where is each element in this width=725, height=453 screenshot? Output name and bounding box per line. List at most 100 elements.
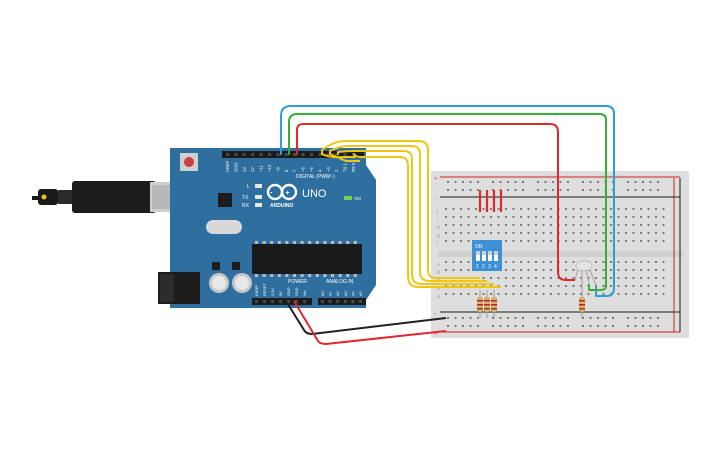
breadboard-hole[interactable] (632, 216, 635, 218)
analog-pin[interactable] (336, 300, 340, 303)
wire-yellow-crossover[interactable] (321, 153, 360, 162)
rail-hole[interactable] (514, 181, 517, 183)
breadboard-hole[interactable] (617, 232, 620, 234)
reset-button[interactable] (184, 157, 194, 167)
wire-green[interactable] (288, 113, 607, 291)
breadboard-hole[interactable] (460, 293, 462, 295)
rail-hole[interactable] (447, 317, 449, 319)
rail-hole[interactable] (649, 317, 652, 319)
digital-pin[interactable] (234, 153, 238, 156)
analog-pin[interactable] (328, 300, 332, 303)
wire-yellow[interactable] (329, 145, 487, 282)
breadboard-hole[interactable] (565, 216, 567, 218)
rail-hole[interactable] (612, 325, 614, 327)
breadboard-hole[interactable] (475, 224, 477, 226)
rail-hole[interactable] (567, 189, 569, 191)
rail-hole[interactable] (559, 317, 562, 319)
breadboard-hole[interactable] (512, 208, 515, 210)
rail-hole[interactable] (507, 317, 509, 319)
breadboard-hole[interactable] (602, 277, 605, 279)
breadboard-hole[interactable] (580, 208, 582, 210)
breadboard-hole[interactable] (467, 216, 470, 218)
breadboard-hole[interactable] (497, 232, 500, 234)
digital-pin[interactable] (301, 153, 305, 156)
breadboard-hole[interactable] (520, 224, 522, 226)
breadboard-hole[interactable] (505, 261, 507, 263)
breadboard-hole[interactable] (655, 285, 657, 287)
breadboard-hole[interactable] (520, 261, 522, 263)
breadboard-hole[interactable] (475, 208, 477, 210)
analog-pin[interactable] (359, 300, 362, 303)
power-pin[interactable] (271, 300, 274, 303)
breadboard-hole[interactable] (565, 269, 567, 271)
breadboard-hole[interactable] (505, 240, 507, 242)
rail-hole[interactable] (642, 189, 644, 191)
breadboard-hole[interactable] (445, 216, 447, 218)
breadboard-hole[interactable] (625, 216, 627, 218)
breadboard-hole[interactable] (602, 224, 605, 226)
breadboard-hole[interactable] (602, 240, 605, 242)
breadboard-hole[interactable] (655, 240, 657, 242)
breadboard-hole[interactable] (595, 216, 597, 218)
breadboard-hole[interactable] (527, 224, 530, 226)
breadboard-hole[interactable] (617, 277, 620, 279)
breadboard-hole[interactable] (647, 261, 650, 263)
breadboard-hole[interactable] (542, 240, 545, 242)
rail-hole[interactable] (589, 317, 592, 319)
breadboard-hole[interactable] (565, 293, 567, 295)
power-pin[interactable] (287, 300, 290, 303)
rail-hole[interactable] (582, 189, 584, 191)
breadboard-hole[interactable] (602, 269, 605, 271)
rail-hole[interactable] (559, 189, 562, 191)
breadboard-hole[interactable] (512, 269, 515, 271)
breadboard-hole[interactable] (595, 269, 597, 271)
breadboard-hole[interactable] (482, 224, 485, 226)
breadboard-hole[interactable] (527, 269, 530, 271)
rail-hole[interactable] (634, 317, 637, 319)
breadboard-hole[interactable] (550, 277, 552, 279)
breadboard-hole[interactable] (602, 208, 605, 210)
analog-pin[interactable] (351, 300, 355, 303)
breadboard-hole[interactable] (662, 293, 665, 295)
breadboard-hole[interactable] (535, 261, 537, 263)
breadboard-hole[interactable] (587, 224, 590, 226)
breadboard-hole[interactable] (467, 232, 470, 234)
breadboard-hole[interactable] (550, 224, 552, 226)
breadboard-hole[interactable] (550, 261, 552, 263)
resistor[interactable] (477, 290, 483, 318)
breadboard-hole[interactable] (617, 240, 620, 242)
digital-header[interactable] (222, 151, 364, 158)
breadboard-hole[interactable] (632, 293, 635, 295)
breadboard-hole[interactable] (587, 216, 590, 218)
breadboard-hole[interactable] (640, 240, 642, 242)
breadboard-hole[interactable] (655, 293, 657, 295)
breadboard-hole[interactable] (512, 277, 515, 279)
arduino-uno-board[interactable]: L TX RX ON - + ARDUINO UNO DIGITAL (PWM~… (32, 148, 376, 308)
breadboard-hole[interactable] (662, 277, 665, 279)
breadboard-hole[interactable] (565, 208, 567, 210)
breadboard-hole[interactable] (655, 232, 657, 234)
breadboard-hole[interactable] (662, 285, 665, 287)
breadboard-hole[interactable] (580, 224, 582, 226)
breadboard-hole[interactable] (490, 232, 492, 234)
breadboard-hole[interactable] (617, 208, 620, 210)
rail-hole[interactable] (462, 181, 464, 183)
breadboard-hole[interactable] (520, 293, 522, 295)
breadboard-hole[interactable] (460, 224, 462, 226)
breadboard-hole[interactable] (610, 232, 612, 234)
breadboard-hole[interactable] (557, 293, 560, 295)
rail-hole[interactable] (477, 325, 479, 327)
breadboard-hole[interactable] (587, 277, 590, 279)
rail-hole[interactable] (507, 181, 509, 183)
breadboard-hole[interactable] (497, 293, 500, 295)
breadboard-hole[interactable] (490, 216, 492, 218)
breadboard-hole[interactable] (550, 232, 552, 234)
breadboard-hole[interactable] (625, 285, 627, 287)
breadboard-hole[interactable] (520, 216, 522, 218)
breadboard-hole[interactable] (625, 261, 627, 263)
breadboard-hole[interactable] (527, 216, 530, 218)
breadboard-hole[interactable] (632, 224, 635, 226)
rail-hole[interactable] (469, 189, 472, 191)
breadboard-hole[interactable] (542, 293, 545, 295)
digital-pin[interactable] (268, 153, 271, 156)
